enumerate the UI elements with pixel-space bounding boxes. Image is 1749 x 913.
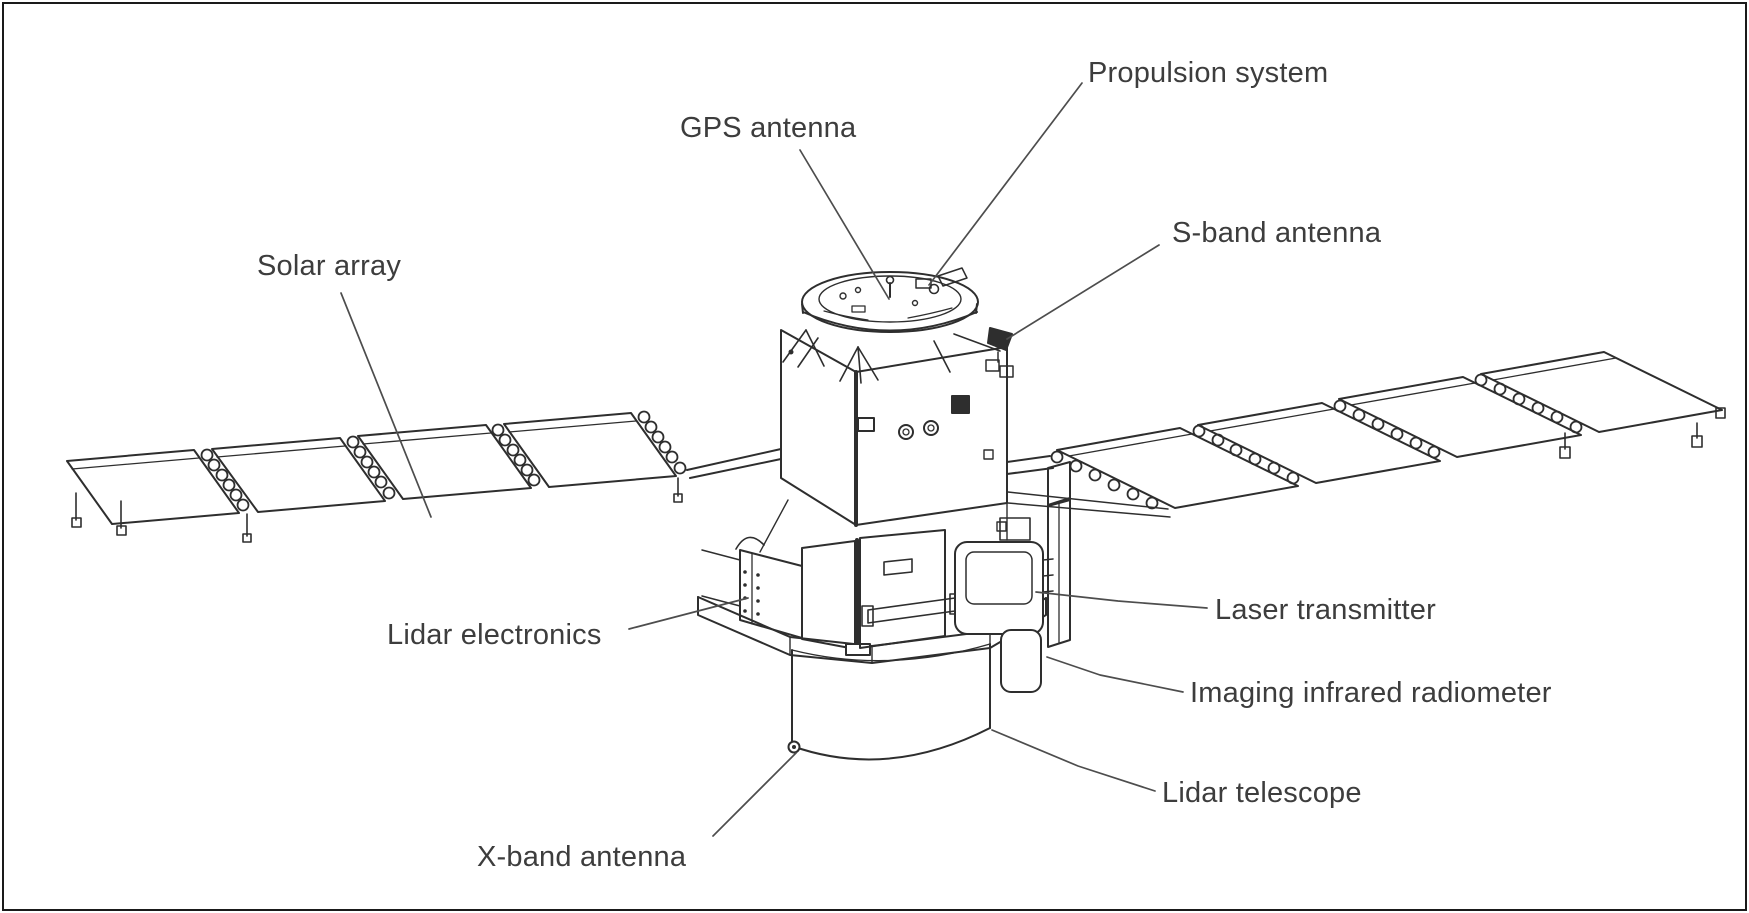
label-propulsion-system: Propulsion system bbox=[1088, 57, 1329, 89]
payload-module bbox=[697, 461, 1071, 693]
deck-struts bbox=[782, 329, 1001, 384]
leader-lidar-electronics bbox=[628, 597, 749, 630]
left-solar-wing bbox=[66, 410, 782, 543]
s-band-antenna-bracket bbox=[985, 327, 1014, 378]
right-wing-legs bbox=[1559, 407, 1726, 459]
right-solar-wing bbox=[1006, 351, 1726, 518]
left-wing-legs bbox=[71, 477, 683, 543]
label-laser-transmitter: Laser transmitter bbox=[1215, 594, 1436, 626]
label-gps-antenna: GPS antenna bbox=[680, 112, 857, 144]
label-x-band-antenna: X-band antenna bbox=[477, 841, 687, 873]
x-band-antenna-knob bbox=[787, 740, 801, 754]
left-wing-hinge-coils bbox=[200, 410, 687, 512]
lidar-telescope-cylinder bbox=[787, 643, 991, 761]
leader-s-band-antenna bbox=[1006, 244, 1160, 340]
label-solar-array: Solar array bbox=[257, 250, 402, 282]
leader-gps-antenna bbox=[799, 149, 890, 300]
bus-body bbox=[759, 327, 1014, 553]
laser-transmitter-canister bbox=[954, 517, 1054, 635]
leader-solar-array bbox=[340, 292, 432, 518]
top-deck bbox=[782, 267, 1001, 384]
leader-imaging-infrared-radiometer bbox=[1046, 656, 1184, 693]
leader-propulsion-system bbox=[928, 82, 1083, 286]
label-lidar-electronics: Lidar electronics bbox=[387, 619, 602, 651]
label-lidar-telescope: Lidar telescope bbox=[1162, 777, 1362, 809]
right-radiator-fin bbox=[1047, 461, 1071, 648]
lidar-electronics-box bbox=[701, 536, 803, 639]
label-s-band-antenna: S-band antenna bbox=[1172, 217, 1382, 249]
leader-lidar-telescope bbox=[991, 729, 1156, 792]
gps-antenna-pin bbox=[885, 275, 895, 298]
leader-laser-transmitter bbox=[1035, 591, 1208, 609]
label-imaging-infrared-radiometer: Imaging infrared radiometer bbox=[1190, 677, 1552, 709]
leader-x-band-antenna bbox=[712, 752, 797, 837]
imaging-infrared-radiometer-cylinder bbox=[1000, 629, 1042, 693]
right-wing-hinge-coils bbox=[1050, 373, 1583, 510]
